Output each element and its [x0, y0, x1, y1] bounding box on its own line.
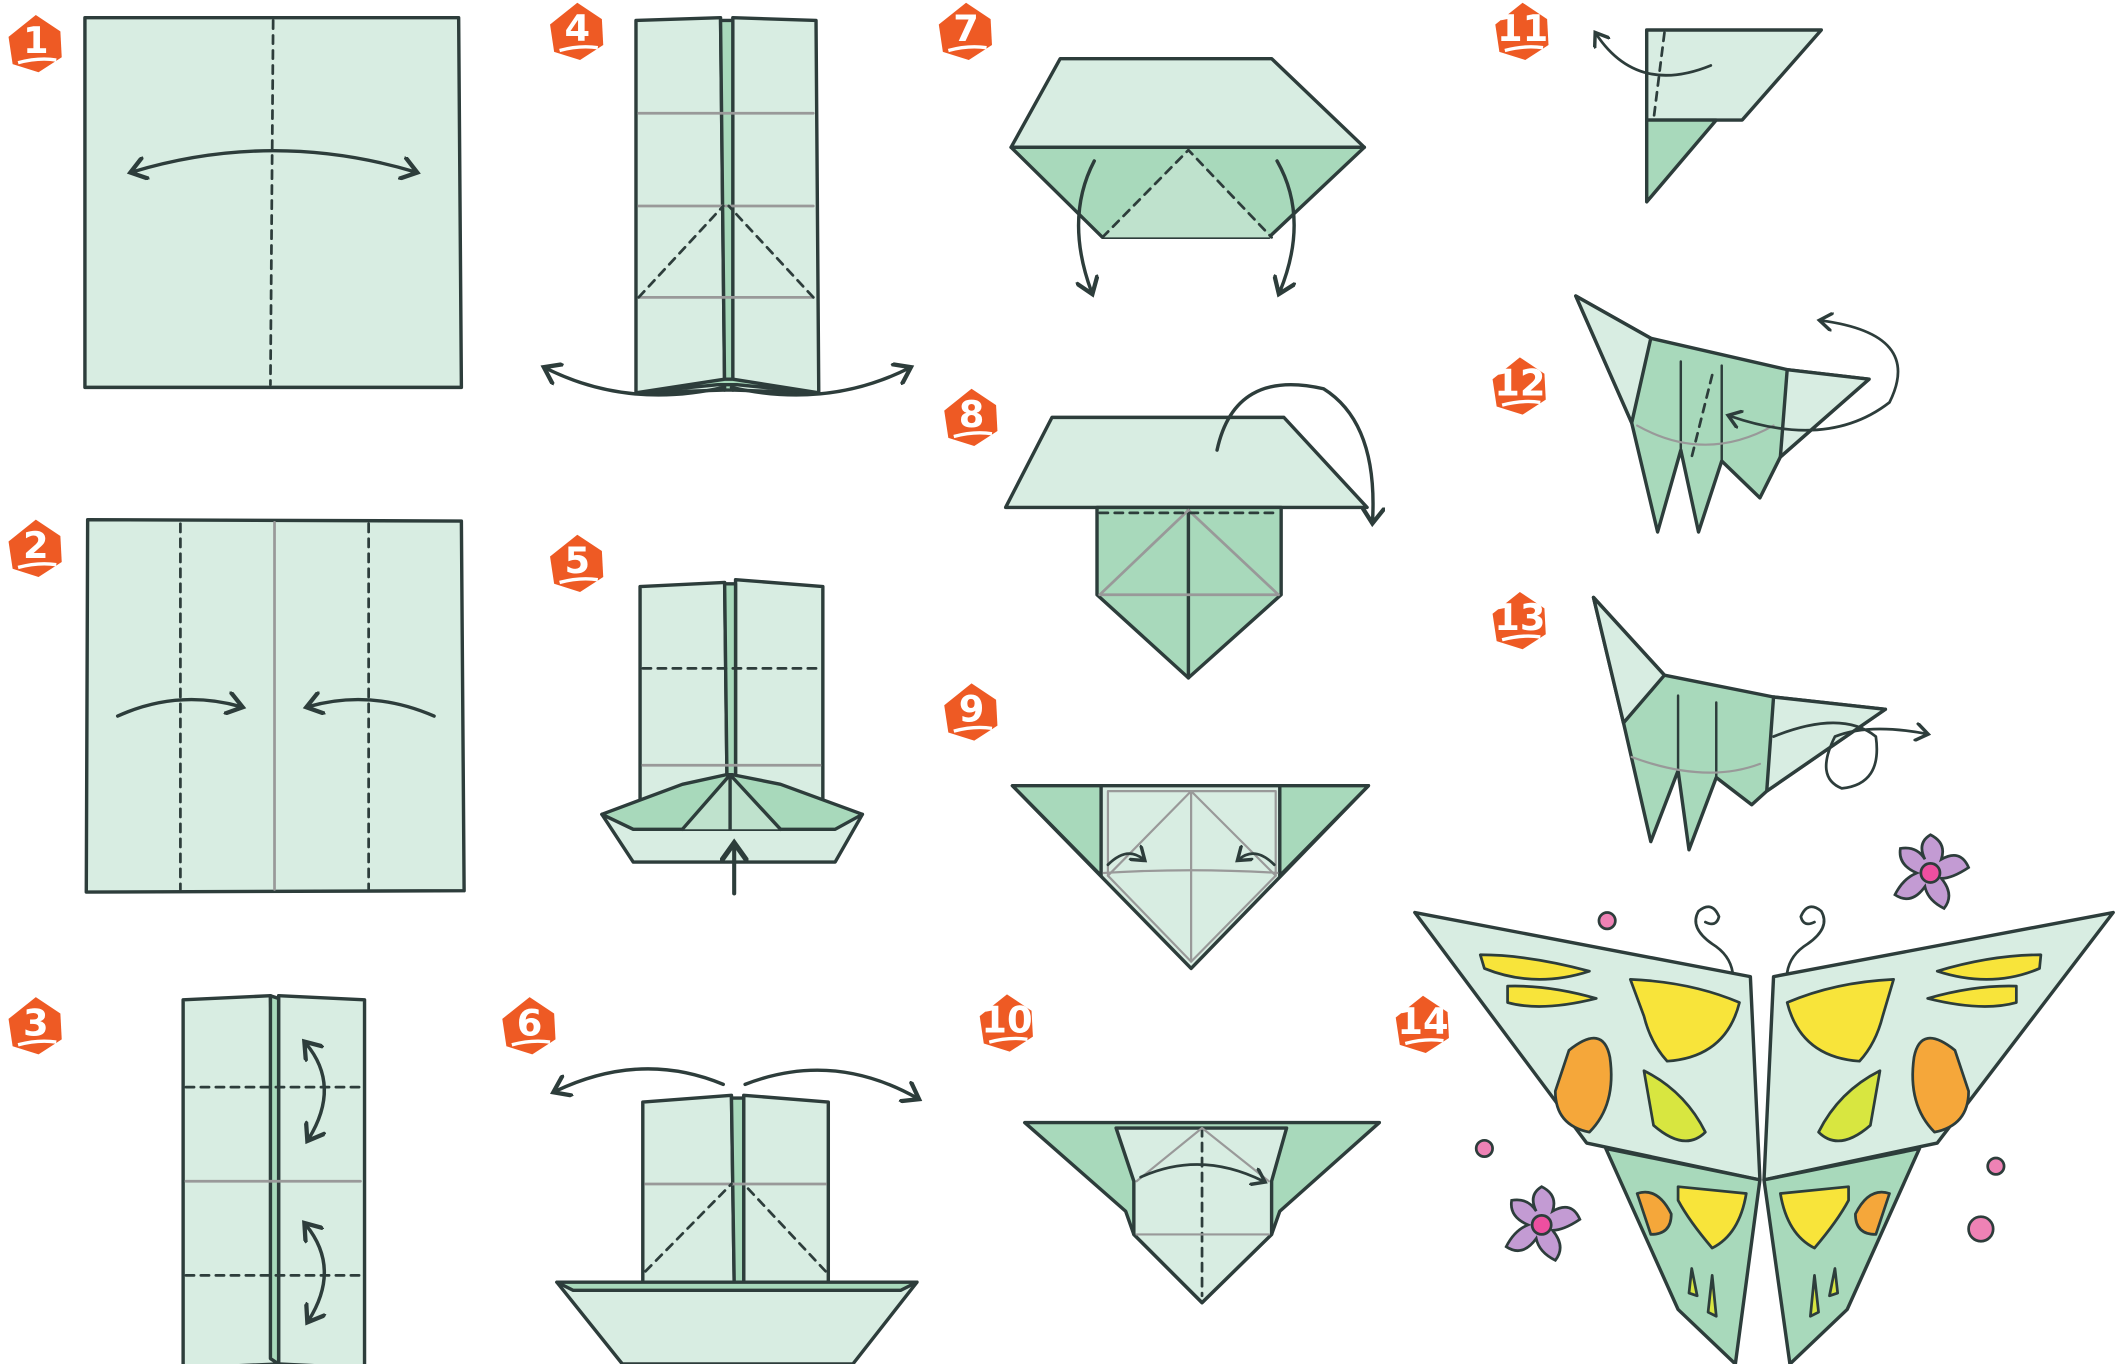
- step-badge: 5: [550, 535, 603, 592]
- flower-icon: [1506, 1187, 1580, 1261]
- step-number: 3: [23, 1001, 49, 1044]
- step-4-folded: [546, 18, 909, 395]
- step-number: 11: [1497, 7, 1548, 50]
- step-10-shape: [1025, 1123, 1380, 1303]
- step-11-shape: [1596, 30, 1821, 202]
- step-badge: 12: [1493, 357, 1546, 414]
- step-number: 7: [953, 7, 979, 50]
- step-number: 9: [959, 688, 985, 731]
- step-5-boat-base: [602, 580, 863, 894]
- step-12-butterfly: [1576, 296, 1898, 532]
- step-number: 13: [1494, 596, 1545, 639]
- step-2-square: [86, 520, 464, 892]
- step-number: 6: [517, 1001, 543, 1044]
- step-badge: 9: [944, 683, 997, 740]
- step-number: 12: [1494, 362, 1545, 405]
- step-number: 2: [23, 524, 49, 567]
- step-13-butterfly: [1594, 597, 1927, 849]
- step-number: 4: [565, 7, 591, 50]
- step-badge: 10: [980, 994, 1033, 1051]
- step-badge: 4: [550, 3, 603, 60]
- step-3-folded: [183, 996, 364, 1364]
- step-badge: 8: [944, 389, 997, 446]
- step-badge: 14: [1396, 996, 1449, 1053]
- step-badge: 7: [939, 3, 992, 60]
- step-badge: 3: [9, 997, 62, 1054]
- step-badge: 1: [9, 15, 62, 72]
- step-7-shape: [1011, 59, 1364, 292]
- step-8-shape: [1006, 385, 1373, 678]
- step-14-finished-butterfly: [1415, 907, 2113, 1364]
- step-number: 8: [959, 393, 985, 436]
- step-number: 1: [23, 19, 49, 62]
- step-1-square: [85, 18, 461, 388]
- step-badge: 11: [1495, 3, 1548, 60]
- step-badge: 2: [9, 520, 62, 577]
- step-badge: 13: [1493, 592, 1546, 649]
- step-badge: 6: [502, 997, 555, 1054]
- step-number: 14: [1397, 1000, 1448, 1043]
- step-number: 10: [981, 999, 1032, 1042]
- step-9-triangle: [1012, 786, 1368, 969]
- flower-icon: [1895, 835, 1969, 909]
- step-number: 5: [565, 539, 591, 582]
- step-6-boat: [556, 1069, 917, 1364]
